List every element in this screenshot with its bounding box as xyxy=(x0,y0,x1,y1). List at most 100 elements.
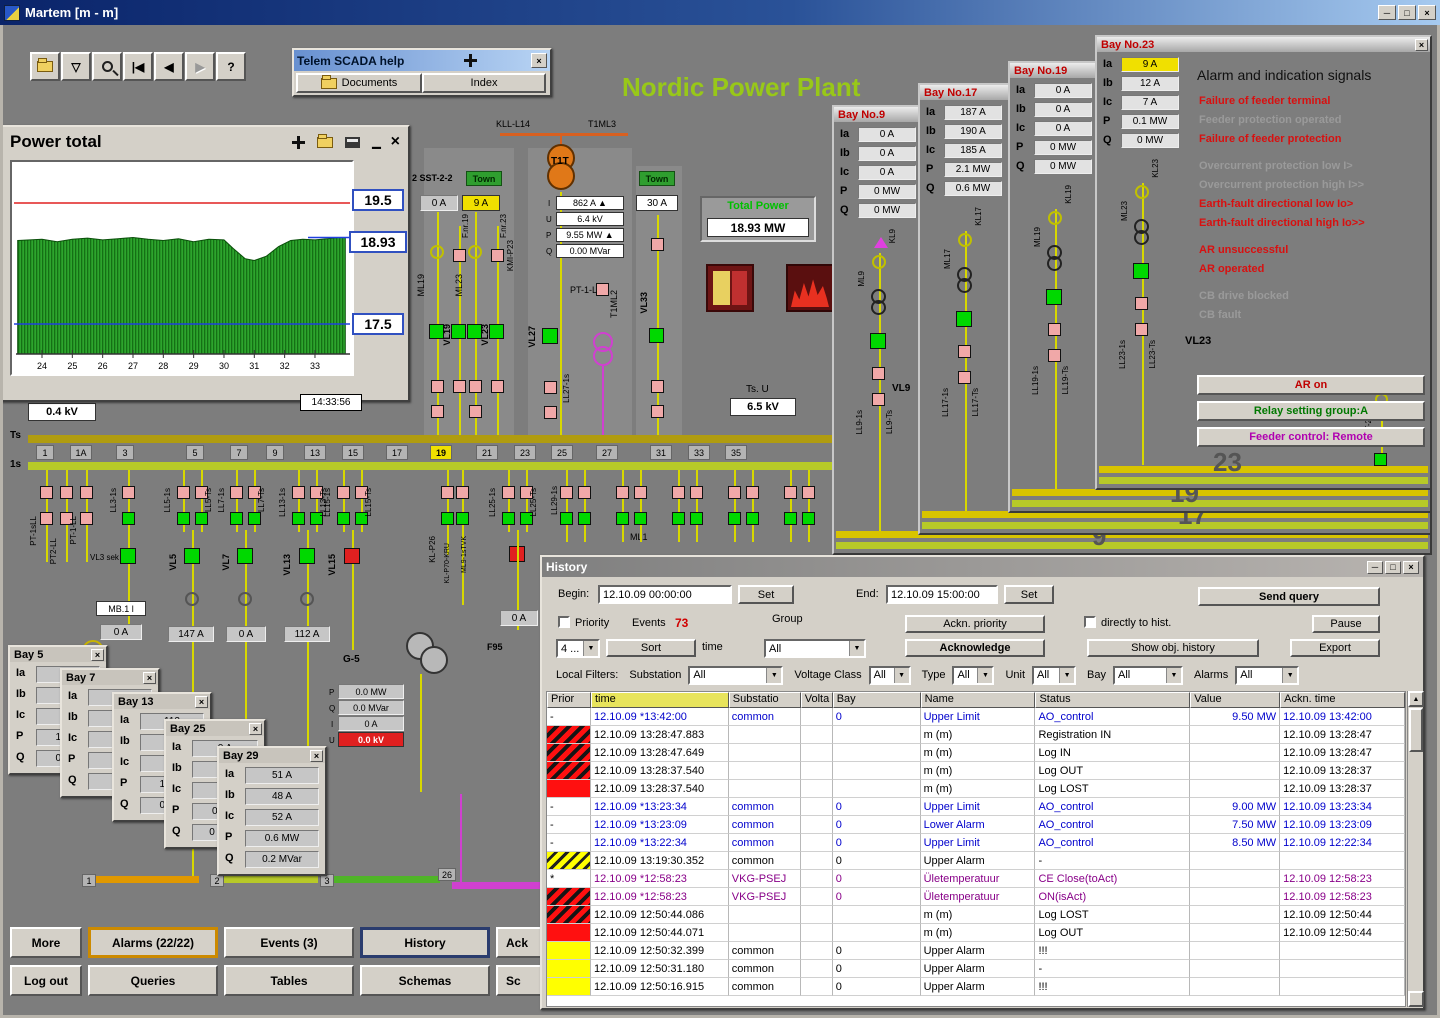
breaker-square[interactable] xyxy=(456,486,469,499)
chevron-down-icon[interactable]: ▼ xyxy=(1282,668,1297,683)
breaker-square[interactable] xyxy=(337,512,350,525)
breaker-square[interactable] xyxy=(491,249,504,262)
breaker-square[interactable] xyxy=(431,405,444,418)
breaker-square[interactable] xyxy=(237,548,253,564)
column-header[interactable]: Value xyxy=(1190,692,1280,708)
breaker-square[interactable] xyxy=(746,512,759,525)
directly-checkbox[interactable] xyxy=(1084,616,1096,628)
table-row[interactable]: 12.10.09 *12:58:23VKG-PSEJ0Ületemperatuu… xyxy=(547,888,1405,906)
help-tab-documents[interactable]: Documents xyxy=(296,73,422,93)
close-icon[interactable]: × xyxy=(91,649,104,661)
breaker-square[interactable] xyxy=(690,486,703,499)
ackn-priority-button[interactable]: Ackn. priority xyxy=(905,615,1045,633)
chevron-down-icon[interactable]: ▼ xyxy=(849,641,864,656)
column-header[interactable]: Ackn. time xyxy=(1280,692,1405,708)
breaker-square[interactable] xyxy=(184,548,200,564)
breaker-square[interactable] xyxy=(784,486,797,499)
bay-popup-titlebar[interactable]: Bay 29× xyxy=(219,748,325,763)
breaker-square[interactable] xyxy=(649,328,664,343)
table-scrollbar[interactable]: ▲ xyxy=(1407,691,1423,1007)
nav-button-history[interactable]: History xyxy=(360,927,490,958)
nav-button-queries[interactable]: Queries xyxy=(88,965,218,996)
nav-button-log-out[interactable]: Log out xyxy=(10,965,82,996)
open-icon[interactable] xyxy=(317,137,333,148)
breaker-square[interactable] xyxy=(451,324,466,339)
chevron-down-icon[interactable]: ▼ xyxy=(894,668,909,683)
minimize-icon[interactable]: ─ xyxy=(1367,561,1383,574)
column-header[interactable]: Volta xyxy=(801,692,833,708)
table-row[interactable]: -12.10.09 *13:22:34common0Upper LimitAO_… xyxy=(547,834,1405,852)
breaker-square[interactable] xyxy=(872,393,885,406)
scrollbar-down-icon[interactable] xyxy=(1408,991,1424,1007)
nav-button-alarms-22-22-[interactable]: Alarms (22/22) xyxy=(88,927,218,958)
breaker-square[interactable] xyxy=(596,283,609,296)
scrollbar-thumb[interactable] xyxy=(1409,708,1423,752)
breaker-square[interactable] xyxy=(616,512,629,525)
breaker-square[interactable] xyxy=(616,486,629,499)
nav-button-events-3-[interactable]: Events (3) xyxy=(224,927,354,958)
breaker-square[interactable] xyxy=(802,512,815,525)
filter-dropdown-alarms[interactable]: All▼ xyxy=(1235,666,1299,685)
table-row[interactable]: 12.10.09 12:50:32.399common0Upper Alarm!… xyxy=(547,942,1405,960)
breaker-square[interactable] xyxy=(560,512,573,525)
breaker-square[interactable] xyxy=(453,380,466,393)
breaker-square[interactable] xyxy=(456,512,469,525)
bay-popup-titlebar[interactable]: Bay 5× xyxy=(10,647,106,662)
column-header[interactable]: Prior xyxy=(547,692,591,708)
breaker-square[interactable] xyxy=(872,367,885,380)
events-dropdown[interactable]: 4 ...▼ xyxy=(556,639,600,658)
breaker-square[interactable] xyxy=(122,512,135,525)
breaker-square[interactable] xyxy=(40,512,53,525)
dropdown-button[interactable]: ▽ xyxy=(61,52,91,81)
close-icon[interactable]: × xyxy=(143,672,156,684)
bay-control-button[interactable]: AR on xyxy=(1197,375,1425,395)
nav-button-tables[interactable]: Tables xyxy=(224,965,354,996)
breaker-square[interactable] xyxy=(651,405,664,418)
breaker-square[interactable] xyxy=(1133,263,1149,279)
table-row[interactable]: -12.10.09 *13:42:00common0Upper LimitAO_… xyxy=(547,708,1405,726)
breaker-square[interactable] xyxy=(80,486,93,499)
breaker-square[interactable] xyxy=(292,512,305,525)
table-row[interactable]: 12.10.09 13:28:37.540m (m)Log LOST12.10.… xyxy=(547,780,1405,798)
filter-dropdown-bay[interactable]: All▼ xyxy=(1113,666,1183,685)
breaker-square[interactable] xyxy=(634,512,647,525)
breaker-square[interactable] xyxy=(1048,349,1061,362)
breaker-square[interactable] xyxy=(651,238,664,251)
breaker-square[interactable] xyxy=(469,380,482,393)
breaker-square[interactable] xyxy=(431,380,444,393)
column-header[interactable]: Substatio xyxy=(729,692,801,708)
help-close-icon[interactable]: × xyxy=(531,53,547,68)
table-row[interactable]: -12.10.09 *13:23:34common0Upper LimitAO_… xyxy=(547,798,1405,816)
end-input[interactable] xyxy=(886,585,998,604)
first-button[interactable]: |◀ xyxy=(123,52,153,81)
breaker-square[interactable] xyxy=(1048,323,1061,336)
nav-button-more[interactable]: More xyxy=(10,927,82,958)
breaker-square[interactable] xyxy=(292,486,305,499)
filter-dropdown-type[interactable]: All▼ xyxy=(952,666,994,685)
begin-set-button[interactable]: Set xyxy=(738,585,794,604)
chevron-down-icon[interactable]: ▼ xyxy=(583,641,598,656)
breaker-square[interactable] xyxy=(544,406,557,419)
breaker-square[interactable] xyxy=(802,486,815,499)
breaker-square[interactable] xyxy=(441,486,454,499)
bay-control-button[interactable]: Relay setting group:A xyxy=(1197,401,1425,421)
bay-control-button[interactable]: Feeder control: Remote xyxy=(1197,427,1425,447)
breaker-square[interactable] xyxy=(956,311,972,327)
filter-dropdown-substation[interactable]: All▼ xyxy=(688,666,783,685)
close-icon[interactable]: × xyxy=(391,133,400,151)
breaker-square[interactable] xyxy=(560,486,573,499)
move-icon[interactable] xyxy=(292,136,305,149)
breaker-square[interactable] xyxy=(502,512,515,525)
pause-button[interactable]: Pause xyxy=(1312,615,1380,633)
end-set-button[interactable]: Set xyxy=(1004,585,1054,604)
breaker-square[interactable] xyxy=(1135,297,1148,310)
maximize-icon[interactable]: □ xyxy=(1398,5,1416,20)
table-row[interactable]: 12.10.09 13:28:47.649m (m)Log IN12.10.09… xyxy=(547,744,1405,762)
table-row[interactable]: 12.10.09 12:50:44.086m (m)Log LOST12.10.… xyxy=(547,906,1405,924)
breaker-square[interactable] xyxy=(230,512,243,525)
breaker-square[interactable] xyxy=(958,345,971,358)
breaker-square[interactable] xyxy=(634,486,647,499)
help-titlebar[interactable]: Telem SCADA help × xyxy=(294,50,550,71)
breaker-square[interactable] xyxy=(1046,289,1062,305)
breaker-square[interactable] xyxy=(651,380,664,393)
